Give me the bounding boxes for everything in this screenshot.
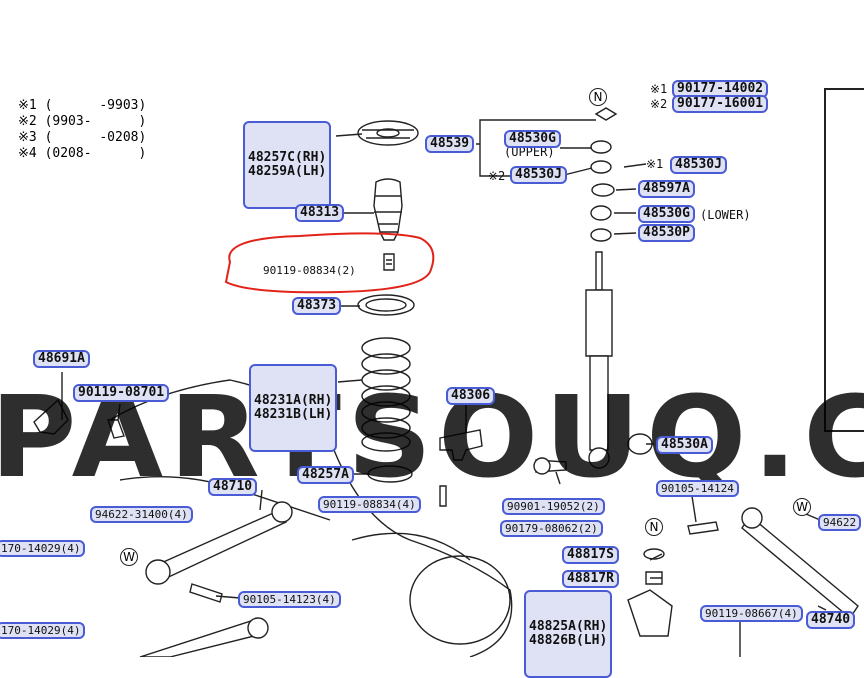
diagram-drawing bbox=[33, 107, 859, 657]
legend: ※1 ( -9903) ※2 (9903- ) ※3 ( -0208) ※4 (… bbox=[18, 98, 146, 162]
note-star1: ※1 bbox=[650, 82, 668, 96]
part-label-48257a[interactable]: 48257A bbox=[297, 466, 354, 484]
part-label-48306[interactable]: 48306 bbox=[446, 387, 496, 405]
part-label-48530j-1[interactable]: 48530J bbox=[670, 156, 727, 174]
part-label-48530a[interactable]: 48530A bbox=[656, 436, 713, 454]
part-label-48817r[interactable]: 48817R bbox=[562, 570, 619, 588]
part-label-48710[interactable]: 48710 bbox=[208, 478, 258, 496]
note-lower: (LOWER) bbox=[700, 208, 751, 222]
bracket-48691a bbox=[33, 398, 69, 435]
bracket-48306 bbox=[439, 429, 483, 461]
part-label-90179-08062[interactable]: 90179-08062(2) bbox=[500, 520, 603, 537]
part-label-48257c-48259a[interactable]: 48257C(RH)48259A(LH) bbox=[243, 121, 332, 209]
circle-w-marker-2: W bbox=[793, 498, 811, 516]
part-label-48691a[interactable]: 48691A bbox=[33, 350, 90, 368]
part-label-48530p[interactable]: 48530P bbox=[638, 224, 695, 242]
part-label-90105-14124[interactable]: 90105-14124 bbox=[656, 480, 739, 497]
part-label-48817s[interactable]: 48817S bbox=[562, 546, 619, 564]
control-arm-48710 bbox=[145, 501, 293, 585]
part-label-90177-16001[interactable]: 90177-16001 bbox=[672, 95, 769, 113]
part-label-170-14029-b[interactable]: 170-14029(4) bbox=[0, 622, 86, 639]
part-label-48231a-48231b[interactable]: 48231A(RH)48231B(LH) bbox=[249, 364, 338, 452]
parts-diagram: ※1 ( -9903) ※2 (9903- ) ※3 ( -0208) ※4 (… bbox=[0, 80, 864, 678]
note-star2: ※2 bbox=[650, 97, 668, 111]
right-frame bbox=[824, 88, 864, 432]
circle-n-marker: N bbox=[589, 88, 607, 106]
part-label-94622-31400[interactable]: 94622-31400(4) bbox=[90, 506, 193, 523]
circle-w-marker: W bbox=[120, 548, 138, 566]
part-label-90901-19052[interactable]: 90901-19052(2) bbox=[502, 498, 605, 515]
spring-seat-lower bbox=[367, 465, 413, 483]
part-label-90119-08834-4[interactable]: 90119-08834(4) bbox=[318, 496, 421, 513]
part-label-48740[interactable]: 48740 bbox=[806, 611, 856, 629]
part-label-48530j-2[interactable]: 48530J bbox=[510, 166, 567, 184]
note-star2-b: ※2 bbox=[488, 169, 506, 183]
shock-absorber bbox=[585, 251, 613, 469]
legend-row-4: ※4 (0208- ) bbox=[18, 146, 147, 161]
legend-row-2: ※2 (9903- ) bbox=[18, 114, 147, 129]
part-label-90119-08667[interactable]: 90119-08667(4) bbox=[700, 605, 803, 622]
part-label-94622-right[interactable]: 94622 bbox=[818, 514, 862, 531]
part-label-48597a[interactable]: 48597A bbox=[638, 180, 695, 198]
part-label-48530g-upper[interactable]: 48530G bbox=[504, 130, 561, 148]
part-label-90119-08834-2[interactable]: 90119-08834(2) bbox=[263, 264, 356, 277]
stopper-bolt bbox=[383, 253, 395, 271]
part-label-170-14029-a[interactable]: 170-14029(4) bbox=[0, 540, 86, 557]
part-label-48313[interactable]: 48313 bbox=[295, 204, 345, 222]
part-label-48373[interactable]: 48373 bbox=[292, 297, 342, 315]
part-label-48825a-48826b[interactable]: 48825A(RH)48826B(LH) bbox=[524, 590, 613, 678]
legend-row-3: ※3 ( -0208) bbox=[18, 130, 147, 145]
coil-spring bbox=[361, 337, 411, 452]
circle-n-marker-2: N bbox=[645, 518, 663, 536]
note-upper: (UPPER) bbox=[504, 145, 555, 159]
spring-seat-upper bbox=[357, 120, 419, 146]
note-star1-b: ※1 bbox=[646, 157, 664, 171]
highlight-ellipse bbox=[224, 232, 435, 294]
legend-row-1: ※1 ( -9903) bbox=[18, 98, 147, 113]
part-label-90119-08701[interactable]: 90119-08701 bbox=[73, 384, 170, 402]
part-label-90105-14123[interactable]: 90105-14123(4) bbox=[238, 591, 341, 608]
bump-stopper bbox=[373, 178, 403, 241]
part-label-48530g-lower[interactable]: 48530G bbox=[638, 205, 695, 223]
part-label-48539[interactable]: 48539 bbox=[425, 135, 475, 153]
